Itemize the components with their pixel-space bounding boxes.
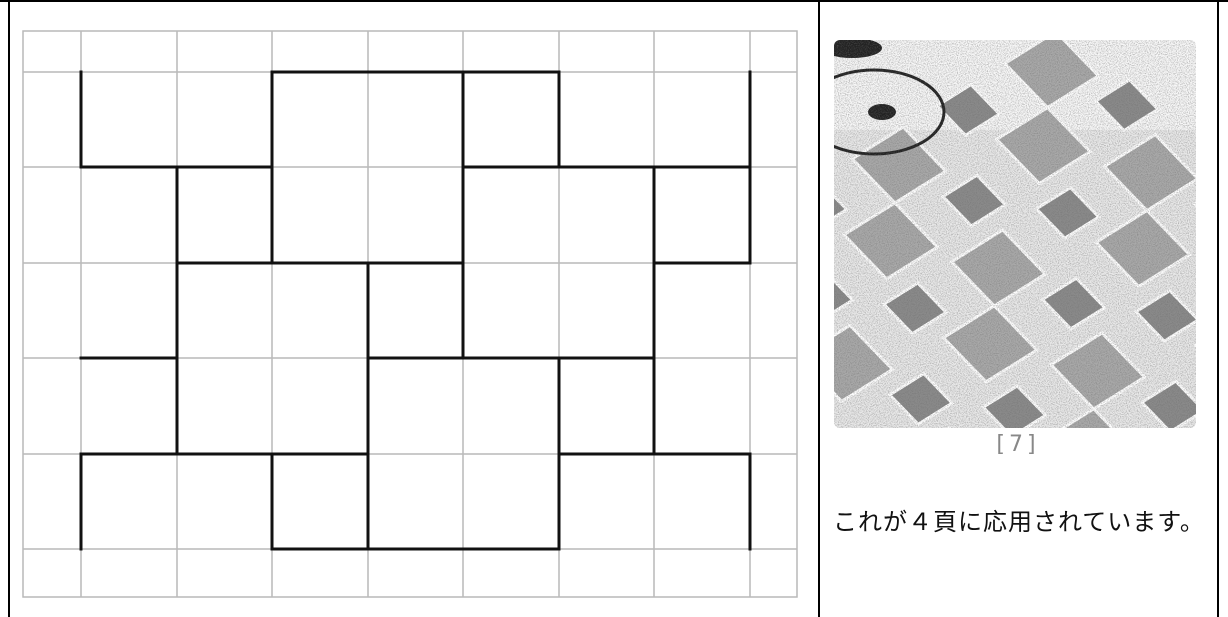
side-note-text: これが４頁に応用されています。 — [833, 496, 1208, 548]
table-divider — [818, 0, 820, 617]
paving-photo-figure: [7] — [834, 40, 1202, 464]
grid-outline — [23, 31, 797, 597]
tiling-grid-diagram — [22, 30, 798, 598]
table-top-border — [0, 0, 1228, 2]
table-left-border — [8, 0, 10, 617]
paving-photo — [834, 40, 1202, 428]
thin-grid — [23, 31, 797, 597]
tile-edge — [81, 72, 750, 167]
bold-tile-outlines — [81, 72, 750, 549]
table-right-border — [1217, 0, 1219, 617]
photo-caption: [7] — [834, 432, 1202, 457]
